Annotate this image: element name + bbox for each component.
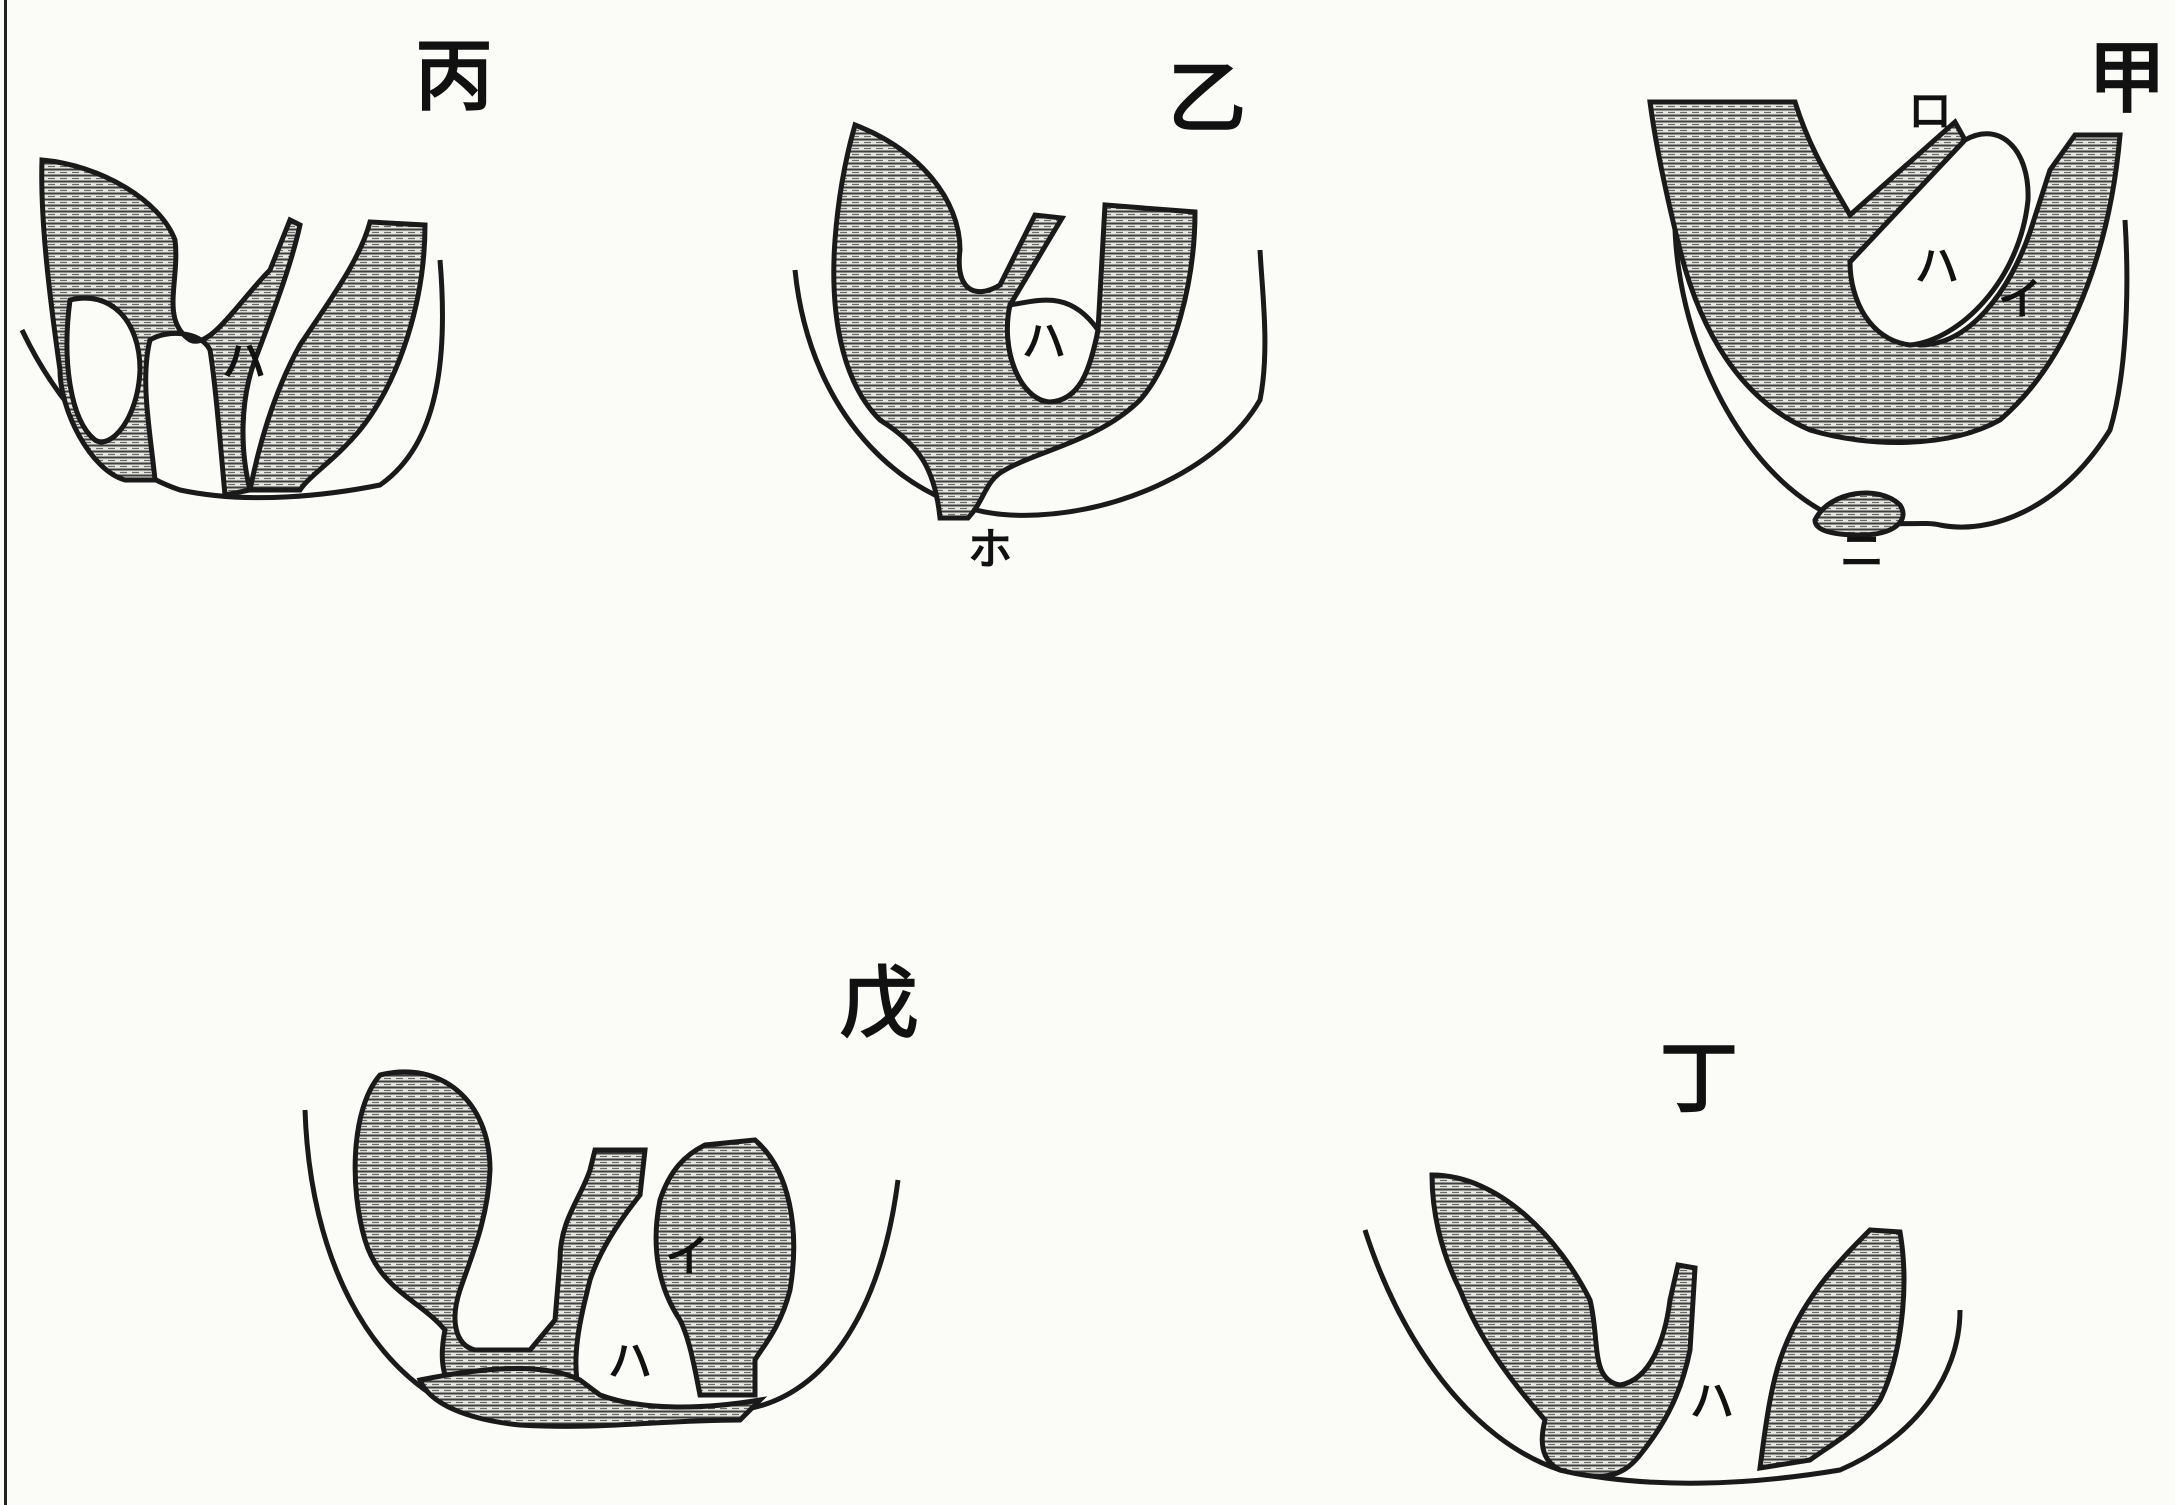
part-label-yi-ho: ホ: [968, 528, 1012, 572]
figure-bing: [22, 160, 443, 498]
figure-label-ding: 丁: [1660, 1040, 1738, 1118]
figure-label-wu: 戊: [840, 965, 918, 1043]
part-label-jia-i: イ: [1998, 278, 2042, 322]
figure-label-yi: 乙: [1168, 60, 1246, 138]
figure-label-bing: 丙: [415, 38, 493, 116]
part-label-ding-ha: ハ: [1690, 1380, 1734, 1424]
figure-jia: [1650, 102, 2127, 535]
figure-label-jia: 甲: [2088, 40, 2166, 118]
bing-chamber: [67, 298, 140, 442]
part-label-wu-ha: ハ: [608, 1340, 652, 1384]
part-label-bing-ha: ハ: [222, 340, 266, 384]
figure-wu: [305, 1072, 898, 1427]
ding-hatched-left: [1432, 1175, 1695, 1476]
figure-ding: [1365, 1175, 1960, 1483]
part-label-yi-ha: ハ: [1022, 320, 1066, 364]
wu-hatched-left-lobe: [355, 1072, 645, 1398]
ding-hatched-right: [1760, 1230, 1904, 1468]
part-label-jia-ro: ロ: [1908, 90, 1952, 134]
part-label-jia-ha: ハ: [1915, 245, 1959, 289]
part-label-jia-ni: ニ: [1840, 530, 1884, 574]
part-label-wu-i: イ: [665, 1235, 709, 1279]
